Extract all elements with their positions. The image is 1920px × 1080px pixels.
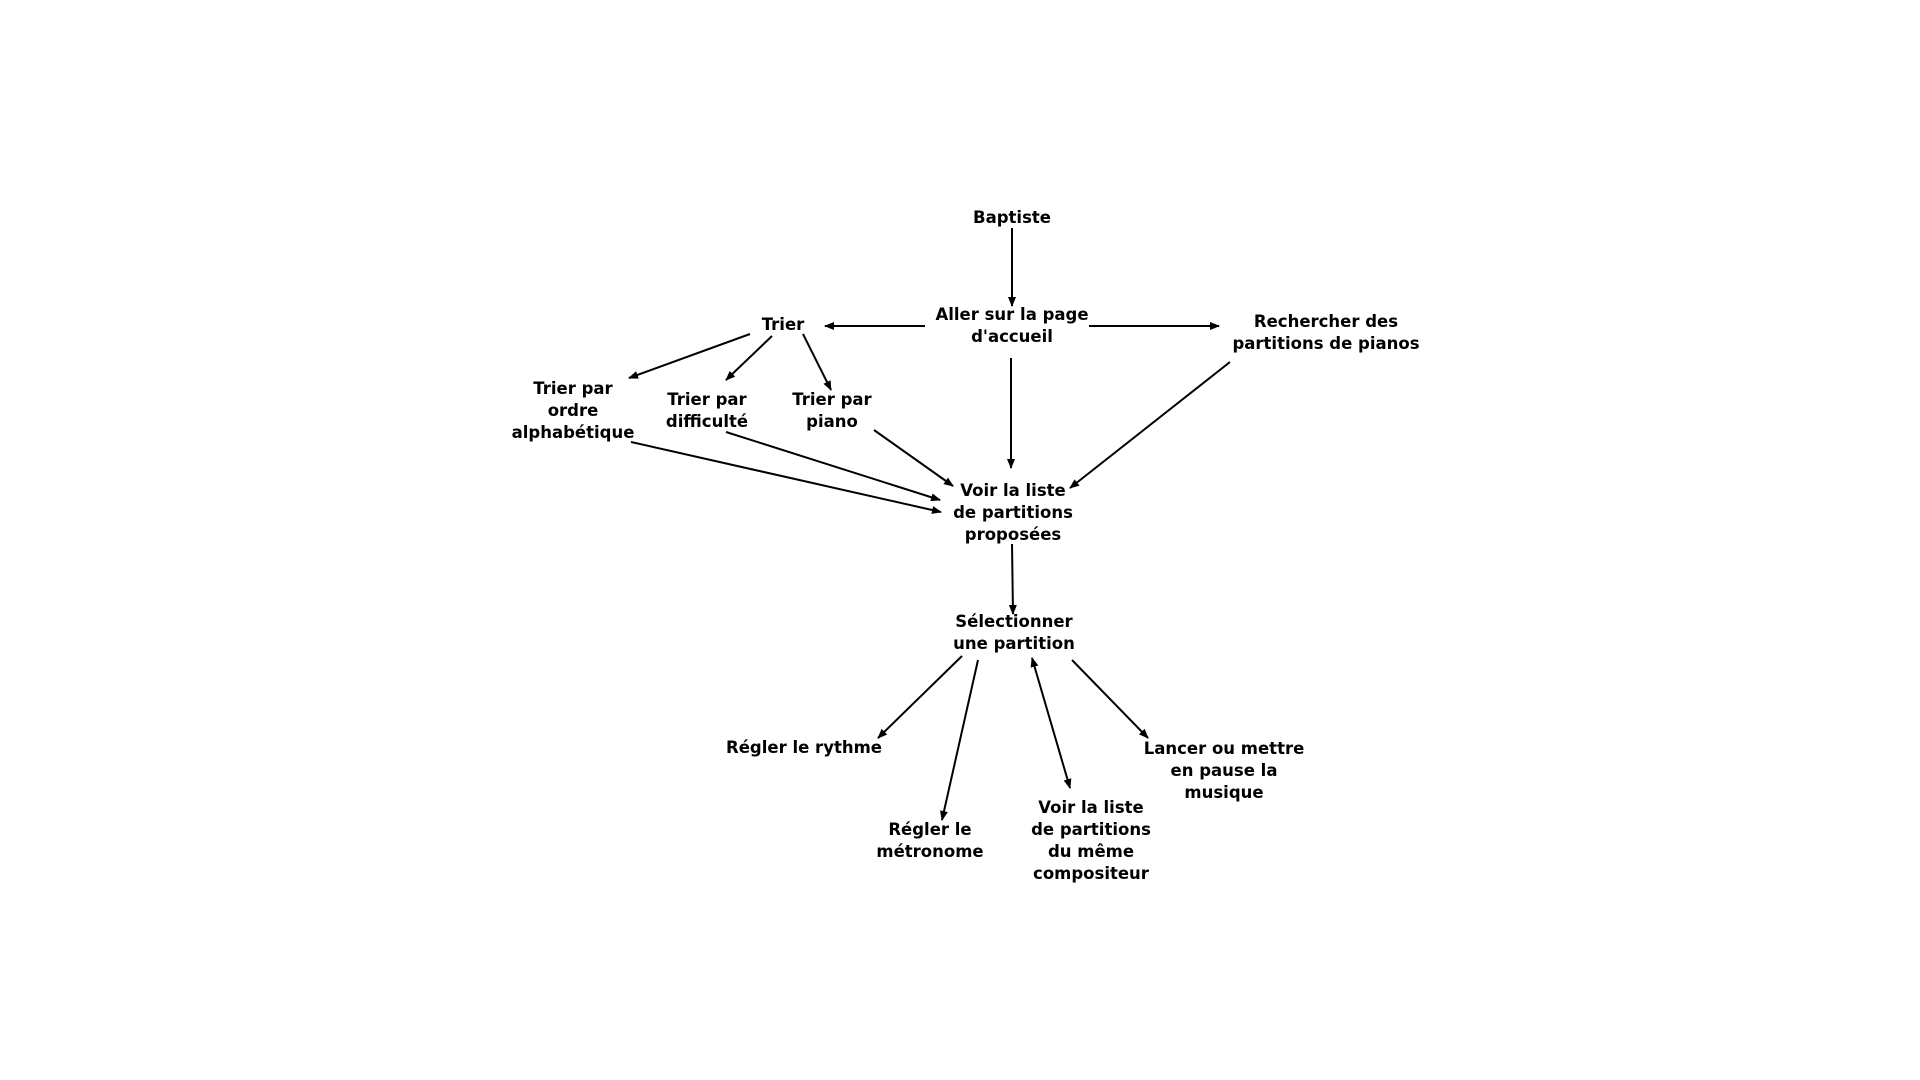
node-accueil: Aller sur la page d'accueil: [935, 305, 1089, 346]
arrow-selectionner-to-rythme: [877, 655, 963, 739]
arrow-rechercher-to-liste: [1069, 361, 1231, 489]
node-lancer-pause: Lancer ou mettre en pause la musique: [1143, 739, 1305, 802]
node-trier-alpha: Trier par ordre alphabétique: [511, 379, 635, 442]
node-trier: Trier: [761, 315, 805, 334]
arrow-liste-to-selectionner: [1008, 543, 1017, 615]
node-baptiste: Baptiste: [973, 208, 1051, 227]
node-regler-rythme: Régler le rythme: [726, 738, 882, 757]
node-regler-metronome: Régler le métronome: [876, 820, 984, 861]
node-liste-partitions: Voir la liste de partitions proposées: [953, 481, 1073, 544]
arrow-trier-to-difficulte: [725, 335, 773, 381]
arrow-selectionner-to-lancer: [1071, 659, 1149, 739]
arrow-trier-to-alpha: [628, 333, 751, 379]
node-rechercher: Rechercher des partitions de pianos: [1232, 312, 1420, 353]
node-trier-difficulte: Trier par difficulté: [665, 390, 749, 431]
arrow-selectionner-to-compositeur: [1030, 657, 1072, 789]
node-selectionner: Sélectionner une partition: [953, 612, 1075, 653]
node-trier-piano: Trier par piano: [792, 390, 872, 431]
arrow-difficulte-to-liste: [725, 431, 941, 502]
arrow-selectionner-to-metronome: [940, 659, 979, 821]
node-meme-compositeur: Voir la liste de partitions du même comp…: [1031, 798, 1151, 883]
arrow-piano-to-liste: [873, 429, 954, 487]
arrow-trier-to-piano: [802, 333, 832, 391]
arrow-alpha-to-liste: [630, 441, 942, 514]
